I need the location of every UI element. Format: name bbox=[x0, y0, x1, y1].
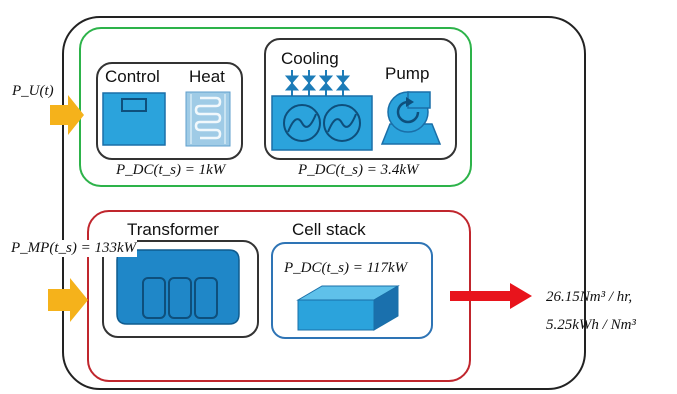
hydrogen-flow-rate: 26.15Nm³ / hr, bbox=[546, 289, 633, 305]
pump-label: Pump bbox=[385, 64, 430, 83]
uv-power-text: P_U(t) bbox=[12, 83, 54, 99]
power-input-arrow-upper bbox=[50, 95, 84, 135]
system-boundary bbox=[62, 16, 586, 390]
cell-stack-icon bbox=[296, 285, 400, 331]
pump-icon bbox=[380, 91, 442, 145]
cooling-unit-icon bbox=[271, 70, 373, 151]
control-heat-box bbox=[96, 62, 243, 160]
control-heat-power-label: P_DC(t_s) = 1kW bbox=[116, 162, 225, 179]
cooling-pump-box bbox=[264, 38, 457, 160]
cooling-pump-power-label: P_DC(t_s) = 3.4kW bbox=[298, 162, 419, 179]
control-heat-power-text: P_DC(t_s) = 1kW bbox=[116, 162, 226, 178]
cell-stack-power-text: P_DC(t_s) = 117kW bbox=[284, 260, 408, 276]
transformer-box bbox=[102, 240, 259, 338]
mp-power-text: P_MP(t_s) = 133kW bbox=[11, 240, 137, 256]
auxiliary-group bbox=[79, 27, 472, 187]
valve-1 bbox=[284, 70, 300, 96]
valve-4 bbox=[335, 70, 351, 96]
control-label: Control bbox=[105, 67, 160, 86]
uv-power-label: P_U(t) bbox=[12, 83, 54, 100]
control-cabinet-icon bbox=[102, 92, 166, 146]
cooling-label: Cooling bbox=[281, 49, 339, 68]
cell-stack-box bbox=[271, 242, 433, 339]
valve-2 bbox=[301, 70, 317, 96]
cooling-pump-power-text: P_DC(t_s) = 3.4kW bbox=[298, 162, 419, 178]
mp-power-label: P_MP(t_s) = 133kW bbox=[10, 240, 138, 257]
transformer-icon bbox=[116, 249, 240, 325]
cell-stack-power-label: P_DC(t_s) = 117kW bbox=[284, 260, 407, 277]
hydrogen-output-arrow bbox=[450, 283, 532, 309]
heat-label: Heat bbox=[189, 67, 225, 86]
valve-3 bbox=[318, 70, 334, 96]
heater-icon bbox=[185, 91, 231, 147]
specific-energy: 5.25kWh / Nm³ bbox=[546, 317, 636, 333]
power-input-arrow-lower bbox=[48, 278, 88, 322]
cell-stack-label: Cell stack bbox=[292, 220, 366, 239]
transformer-label: Transformer bbox=[127, 220, 219, 239]
